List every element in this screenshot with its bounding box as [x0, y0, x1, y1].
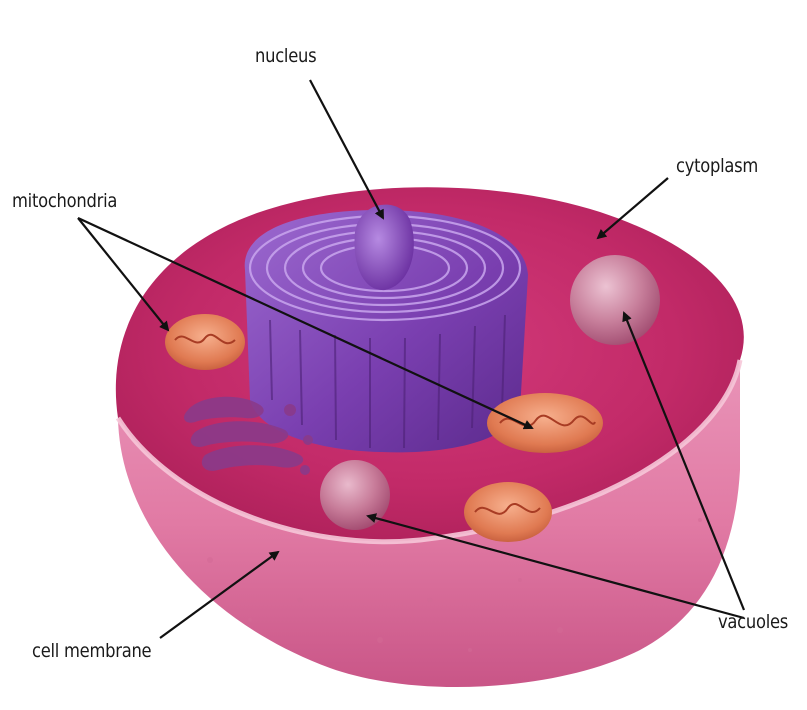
- label-cell-membrane: cell membrane: [32, 640, 151, 662]
- mitochondrion-right: [487, 393, 603, 453]
- label-cytoplasm: cytoplasm: [676, 155, 758, 177]
- label-mitochondria: mitochondria: [12, 190, 117, 212]
- label-nucleus: nucleus: [255, 45, 316, 67]
- mitochondrion-left: [165, 314, 245, 370]
- mitochondrion-bottom: [464, 482, 552, 542]
- arrow-mitochondria-left: [78, 218, 168, 330]
- label-vacuoles: vacuoles: [718, 611, 788, 633]
- vacuole-right: [570, 255, 660, 345]
